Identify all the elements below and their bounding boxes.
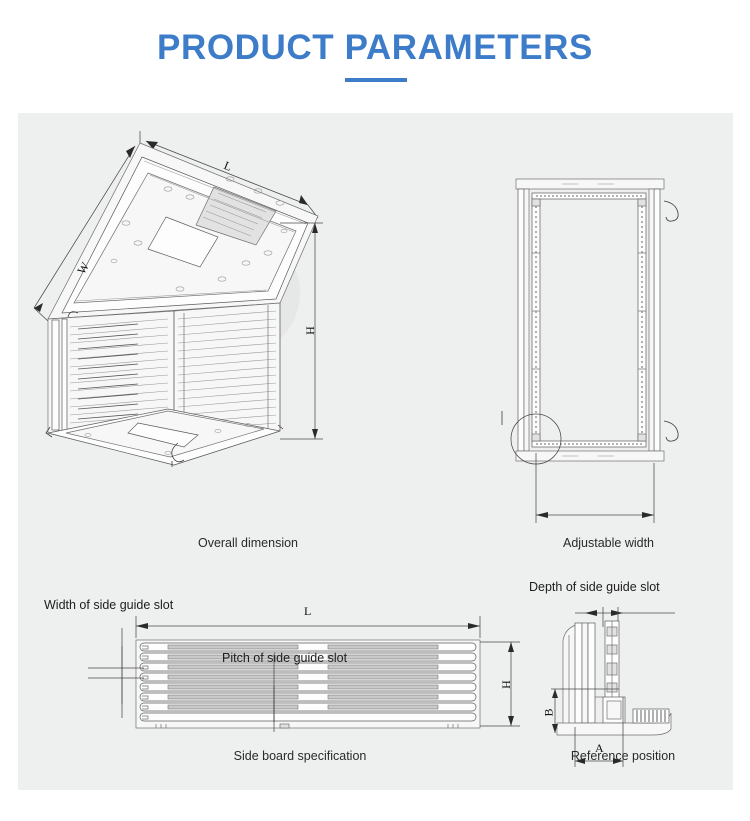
figure-side-board-specification: L H xyxy=(28,598,528,743)
title-underline-accent xyxy=(345,78,407,82)
figure-overall-dimension: W L H xyxy=(18,113,448,553)
dimension-line-b xyxy=(551,688,619,733)
dimension-label-b: B xyxy=(541,708,556,717)
dimension-line-l xyxy=(145,140,309,206)
figure-adjustable-width xyxy=(488,163,733,533)
dimension-line-h2 xyxy=(480,641,520,727)
figure-reference-position: B A xyxy=(523,601,738,767)
caption-overall-dimension: Overall dimension xyxy=(197,536,299,550)
dimension-label-h: H xyxy=(302,326,317,335)
dimension-line-slot-depth xyxy=(575,607,675,627)
dimension-line-a xyxy=(574,697,624,767)
dimension-label-l2: L xyxy=(304,604,312,618)
dimension-line-adjustable-width xyxy=(536,512,654,518)
dimension-line-w xyxy=(33,145,136,312)
dimension-line-h xyxy=(280,222,323,440)
label-width-of-side-guide-slot: Width of side guide slot xyxy=(44,598,174,612)
page-header: PRODUCT PARAMETERS xyxy=(0,0,750,113)
side-board-drawing xyxy=(88,616,520,732)
diagram-panel: W L H Overall dimension xyxy=(18,113,733,790)
page-title: PRODUCT PARAMETERS xyxy=(157,28,593,67)
label-pitch-of-side-guide-slot: Pitch of side guide slot xyxy=(222,651,348,665)
overall-dimension-drawing xyxy=(33,131,323,467)
adjustable-width-drawing xyxy=(501,178,679,523)
dimension-marker-slot-width xyxy=(88,628,144,718)
caption-side-board-specification: Side board specification xyxy=(233,749,367,763)
reference-position-drawing xyxy=(551,607,675,767)
caption-adjustable-width: Adjustable width xyxy=(562,536,655,550)
dimension-label-h2: H xyxy=(498,680,513,689)
label-depth-of-side-guide-slot: Depth of side guide slot xyxy=(529,580,660,594)
dimension-line-l2 xyxy=(135,616,481,638)
caption-reference-position: Reference position xyxy=(570,749,676,763)
dimension-label-a: A xyxy=(595,741,604,755)
